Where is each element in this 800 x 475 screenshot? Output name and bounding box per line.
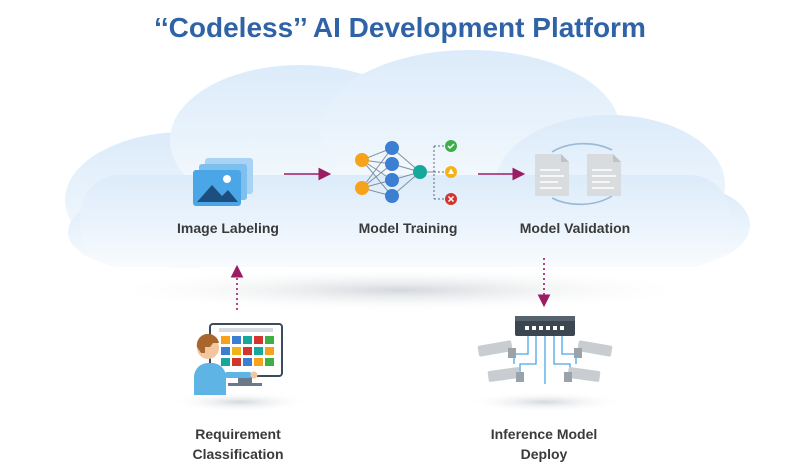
switch-with-cameras-icon: [477, 316, 613, 384]
camera-icon: [574, 340, 613, 358]
label-image-labeling: Image Labeling: [177, 220, 279, 236]
shadow: [465, 392, 625, 412]
cloud-shadow: [100, 268, 700, 312]
label-model-validation: Model Validation: [519, 220, 631, 236]
image-stack-icon: [193, 158, 253, 206]
camera-icon: [564, 367, 601, 382]
label-line: Deploy: [520, 446, 568, 462]
camera-icon: [487, 367, 524, 382]
label-inference-deploy: Inference Model Deploy: [474, 424, 614, 464]
document-compare-icon: [535, 142, 621, 206]
shadow: [170, 392, 310, 412]
camera-icon: [477, 340, 516, 358]
label-model-training: Model Training: [358, 220, 458, 236]
label-line: Classification: [192, 446, 284, 462]
label-line: Inference Model: [490, 426, 598, 442]
label-requirement-classification: Requirement Classification: [168, 424, 308, 464]
person-at-monitor-icon: [194, 323, 283, 395]
neural-network-icon: [355, 140, 457, 205]
label-line: Requirement: [195, 426, 281, 442]
page-title: ‘‘Codeless’’ AI Development Platform: [154, 12, 646, 43]
